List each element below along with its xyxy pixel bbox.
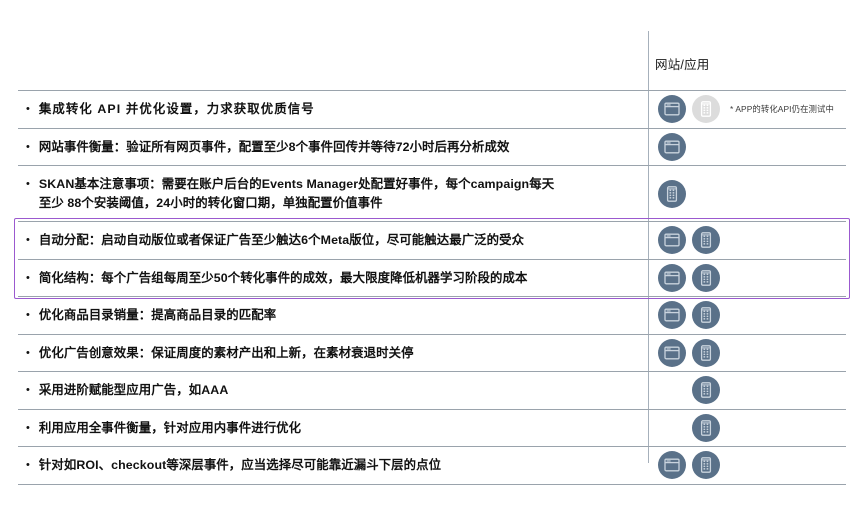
row-text-line: SKAN基本注意事项：需要在账户后台的Events Manager处配置好事件，… — [38, 177, 555, 191]
column-divider — [648, 31, 649, 463]
table-row: • 优化广告创意效果：保证周度的素材产出和上新，在素材衰退时关停 — [18, 333, 846, 372]
table-row: • 采用进阶赋能型应用广告，如AAA — [18, 371, 846, 409]
row-text-line: 网站事件衡量：验证所有网页事件，配置至少8个事件回传并等待72小时后再分析成效 — [38, 139, 510, 154]
table-row: • 优化商品目录销量：提高商品目录的匹配率 — [18, 296, 846, 334]
row-text-line: 至少 88个安装阈值，24小时的转化窗口期，单独配置价值事件 — [38, 195, 383, 210]
bullet-marker: • — [26, 384, 30, 396]
row-description-cell: • 针对如ROI、checkout等深层事件，应当选择尽可能靠近漏斗下层的点位 — [18, 447, 648, 484]
browser-window-icon — [658, 132, 686, 161]
browser-window-icon — [658, 451, 686, 480]
icon-placeholder — [658, 376, 686, 404]
mobile-phone-icon — [692, 451, 720, 480]
row-platform-cell — [648, 260, 846, 297]
bullet-marker: • — [26, 421, 30, 434]
mobile-phone-icon — [692, 226, 720, 255]
row-text-line: 简化结构：每个广告组每周至少50个转化事件的成效，最大限度降低机器学习阶段的成本 — [38, 270, 528, 285]
row-platform-cell — [648, 447, 846, 484]
row-platform-cell — [648, 297, 846, 334]
bullet-marker: • — [26, 234, 30, 246]
row-text-line: 优化商品目录销量：提高商品目录的匹配率 — [38, 308, 277, 322]
bullet-marker: • — [26, 459, 30, 471]
row-text-line: 采用进阶赋能型应用广告，如AAA — [38, 383, 229, 397]
mobile-phone-icon — [692, 376, 720, 405]
bullet-marker: • — [26, 271, 30, 284]
bullet-marker: • — [26, 178, 30, 190]
footnote-text: * APP的转化API仍在测试中 — [730, 104, 834, 115]
row-platform-cell — [648, 372, 846, 409]
row-platform-cell — [648, 166, 846, 221]
row-text-line: 利用应用全事件衡量，针对应用内事件进行优化 — [38, 420, 302, 435]
bullet-marker: • — [26, 309, 30, 321]
table-row: • 利用应用全事件衡量，针对应用内事件进行优化 — [18, 408, 846, 447]
row-description-cell: • 集成转化 API 并优化设置，力求获取优质信号 — [18, 91, 648, 128]
row-platform-cell: * APP的转化API仍在测试中 — [648, 91, 846, 128]
row-description-cell: • 利用应用全事件衡量，针对应用内事件进行优化 — [18, 410, 648, 447]
bullet-marker: • — [26, 346, 30, 359]
row-platform-cell — [648, 335, 846, 372]
mobile-phone-icon — [692, 301, 720, 330]
table-row: • 集成转化 API 并优化设置，力求获取优质信号 * APP的转化API仍在测试中 — [18, 90, 846, 128]
browser-window-icon — [658, 263, 686, 292]
row-platform-cell — [648, 222, 846, 259]
row-text-line: 优化广告创意效果：保证周度的素材产出和上新，在素材衰退时关停 — [38, 345, 414, 360]
column-header-website-app: 网站/应用 — [655, 58, 710, 72]
browser-window-icon — [658, 226, 686, 255]
browser-window-icon — [658, 338, 686, 367]
table-row: • 自动分配：启动自动版位或者保证广告至少触达6个Meta版位，尽可能触达最广泛的… — [18, 221, 846, 259]
table-row: • SKAN基本注意事项：需要在账户后台的Events Manager处配置好事件… — [18, 165, 846, 221]
row-description-cell: • 网站事件衡量：验证所有网页事件，配置至少8个事件回传并等待72小时后再分析成效 — [18, 129, 648, 166]
bullet-marker: • — [26, 103, 30, 115]
mobile-phone-icon — [692, 338, 720, 367]
table-row: • 针对如ROI、checkout等深层事件，应当选择尽可能靠近漏斗下层的点位 — [18, 446, 846, 485]
row-text-line: 自动分配：启动自动版位或者保证广告至少触达6个Meta版位，尽可能触达最广泛的受… — [38, 233, 525, 247]
row-text-line: 针对如ROI、checkout等深层事件，应当选择尽可能靠近漏斗下层的点位 — [38, 458, 442, 472]
mobile-phone-icon — [692, 263, 720, 292]
row-description-cell: • 优化商品目录销量：提高商品目录的匹配率 — [18, 297, 648, 334]
icon-placeholder — [658, 414, 686, 442]
row-description-cell: • 优化广告创意效果：保证周度的素材产出和上新，在素材衰退时关停 — [18, 335, 648, 372]
mobile-phone-icon — [692, 413, 720, 442]
browser-window-icon — [658, 301, 686, 330]
row-platform-cell — [648, 410, 846, 447]
row-platform-cell — [648, 129, 846, 166]
row-description-cell: • 简化结构：每个广告组每周至少50个转化事件的成效，最大限度降低机器学习阶段的成… — [18, 260, 648, 297]
bullet-marker: • — [26, 140, 30, 153]
row-description-cell: • 自动分配：启动自动版位或者保证广告至少触达6个Meta版位，尽可能触达最广泛的… — [18, 222, 648, 259]
mobile-phone-icon — [658, 179, 686, 208]
row-text-line: 集成转化 API 并优化设置，力求获取优质信号 — [38, 102, 315, 116]
row-description-cell: • 采用进阶赋能型应用广告，如AAA — [18, 372, 648, 409]
table-row: • 简化结构：每个广告组每周至少50个转化事件的成效，最大限度降低机器学习阶段的成… — [18, 258, 846, 297]
recommendations-table: • 集成转化 API 并优化设置，力求获取优质信号 * APP的转化API仍在测试中… — [18, 90, 846, 485]
table-row: • 网站事件衡量：验证所有网页事件，配置至少8个事件回传并等待72小时后再分析成效 — [18, 127, 846, 166]
browser-window-icon — [658, 95, 686, 124]
row-description-cell: • SKAN基本注意事项：需要在账户后台的Events Manager处配置好事件… — [18, 166, 648, 221]
mobile-phone-icon — [692, 95, 720, 124]
